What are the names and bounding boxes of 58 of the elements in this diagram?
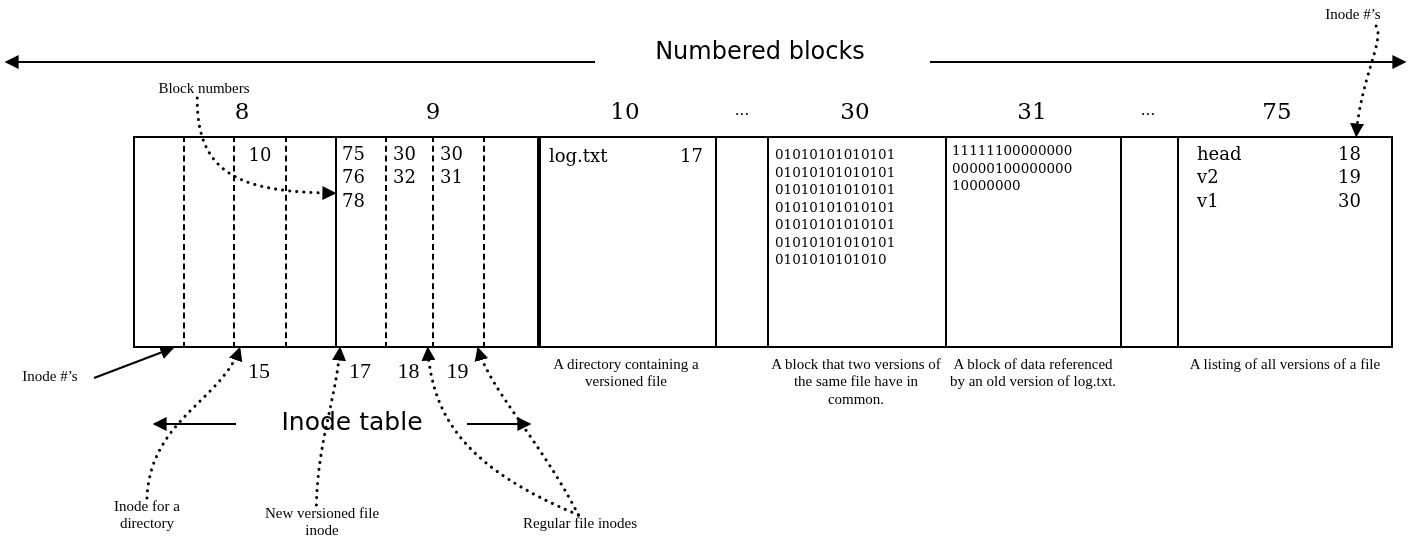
data-block (945, 136, 1120, 348)
data-block (767, 136, 945, 348)
annotation-text: Block numbers (148, 80, 260, 98)
annotation-text: New versioned file inode (252, 505, 392, 545)
binary-data: 01010101010101 01010101010101 01010101010101 01010101010101 01010101010101 01010101010101 0101010101010 (775, 146, 897, 269)
section-title: Numbered blocks (654, 38, 866, 66)
block-number: 30 (839, 98, 871, 125)
annotation-text: Inode #’s (6, 368, 94, 388)
ellipsis: ... (733, 102, 751, 120)
inode-cell (285, 136, 335, 348)
inode-cell (483, 136, 537, 348)
block-number: 9 (424, 98, 442, 125)
inode-cell (233, 136, 285, 348)
entry-text: 17 (680, 144, 703, 168)
entry-text: v1 (1197, 188, 1220, 213)
arrow (93, 345, 175, 379)
gap-cell (715, 136, 767, 348)
section-title: Inode table (280, 408, 424, 437)
block-description: A block that two versions of the same file have in common. (770, 356, 942, 408)
inode-cell (385, 136, 432, 348)
inode-number: 18 (396, 358, 421, 384)
annotation-text: Regular file inodes (505, 515, 655, 535)
block-number: 10 (609, 98, 641, 125)
inode-cell (335, 136, 385, 348)
leader-arrow (1350, 24, 1380, 138)
annotation-text: Inode #’s (1320, 6, 1386, 26)
entry-text: 18 (1338, 142, 1361, 166)
inode-number: 15 (247, 358, 271, 384)
annotation-text: Inode for a directory (92, 498, 202, 538)
block-number: 8 (233, 98, 251, 125)
inode-cell (133, 136, 183, 348)
inode-cell (432, 136, 483, 348)
entry-text: 30 (1338, 188, 1361, 213)
entry-text: head (1197, 142, 1243, 166)
block-number-list: 30 31 (440, 142, 466, 189)
entry-text: v2 (1197, 165, 1220, 189)
block-number-list: 10 (248, 143, 272, 167)
listing-block (1177, 136, 1393, 348)
leader-arrow (145, 346, 242, 500)
block-description: A listing of all versions of a file (1188, 356, 1382, 374)
block-description: A block of data referenced by an old version of log.txt. (948, 356, 1118, 391)
entry-text: 19 (1338, 165, 1361, 189)
leader-arrow (195, 96, 337, 200)
inode-number: 19 (445, 358, 470, 384)
block-number: 75 (1261, 98, 1293, 125)
gap-cell (1120, 136, 1177, 348)
block-number: 31 (1016, 98, 1048, 125)
leader-arrow (475, 346, 580, 517)
binary-data: 11111100000000 00000100000000 10000000 (952, 142, 1074, 195)
entry-text: log.txt (549, 144, 608, 168)
inode-number: 17 (348, 358, 372, 384)
ellipsis: ... (1139, 102, 1157, 120)
directory-block (537, 136, 715, 348)
block-number-list: 75 76 78 (342, 142, 368, 213)
leader-arrow (314, 346, 346, 507)
block-number-list: 30 32 (393, 142, 419, 189)
inode-cell (183, 136, 233, 348)
block-description: A directory containing a versioned file (552, 356, 700, 391)
